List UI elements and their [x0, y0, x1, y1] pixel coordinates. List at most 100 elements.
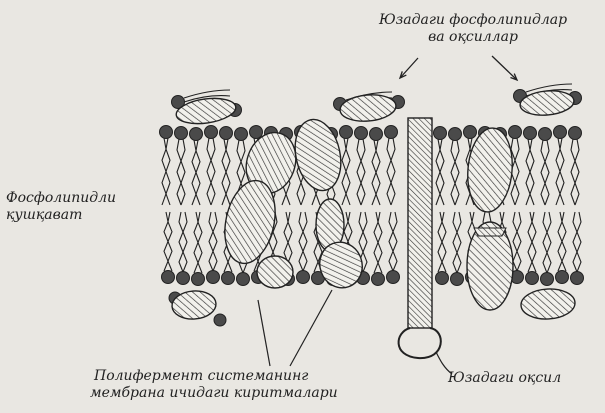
lipid-tail — [162, 138, 166, 205]
lipid-head — [355, 127, 368, 140]
lipid-tail — [517, 212, 521, 271]
lipid-head — [434, 127, 447, 140]
lipid-head — [297, 271, 310, 284]
lipid-tail — [560, 138, 564, 205]
lipid-tail — [164, 212, 168, 271]
lipid-tail — [198, 212, 202, 273]
label-line: Юзадаги фосфолипидлар — [348, 12, 598, 29]
label-line: қушқават — [6, 207, 116, 224]
lipid-tail — [389, 212, 393, 271]
lipid-head — [387, 271, 400, 284]
lipid-tail — [183, 212, 187, 272]
lipid-tail — [562, 212, 566, 271]
lipid-tail — [526, 139, 530, 205]
protein-link — [474, 228, 506, 236]
lipid-tail — [528, 212, 532, 272]
lipid-head — [539, 128, 552, 141]
lipid-tail — [545, 140, 549, 205]
lipid-tail — [342, 138, 346, 205]
lipid-tail — [532, 212, 536, 272]
lipid-tail — [166, 138, 170, 205]
lipid-head — [464, 126, 477, 139]
label-phospholipid-bilayer: Фосфолипидли қушқават — [6, 190, 116, 224]
lipid-head — [160, 126, 173, 139]
lipid-tail — [213, 212, 217, 271]
lipid-tail — [299, 212, 303, 271]
lipid-tail — [451, 140, 455, 205]
pointer-line — [400, 58, 418, 78]
label-surface-lipids-proteins: Юзадаги фосфолипидлар ва оқсиллар — [348, 12, 598, 46]
lipid-tail — [207, 138, 211, 205]
lipid-tail — [547, 212, 551, 273]
label-line: Фосфолипидли — [6, 190, 116, 207]
lipid-head — [222, 272, 235, 285]
lipid-tail — [374, 212, 378, 273]
lipid-tail — [442, 212, 446, 272]
lipid-tail — [211, 138, 215, 205]
lipid-head — [370, 128, 383, 141]
lipid-tail — [556, 138, 560, 205]
lipid-head — [509, 126, 522, 139]
lipid-tail — [372, 140, 376, 205]
lipid-tail — [530, 139, 534, 205]
lipid-head — [524, 127, 537, 140]
protein — [339, 93, 397, 124]
lipid-tail — [573, 212, 577, 272]
pointer-line — [258, 300, 270, 366]
lipid-tail — [453, 212, 457, 273]
lipid-tail — [226, 139, 230, 205]
lipid-tail — [577, 212, 581, 272]
lipid-tail — [571, 139, 575, 205]
lipid-head — [541, 273, 554, 286]
lipid-head — [571, 272, 584, 285]
lipid-tail — [363, 212, 367, 272]
lipid-head — [340, 126, 353, 139]
lipid-tail — [181, 139, 185, 205]
lipid-tail — [387, 138, 391, 205]
lipid-head — [177, 272, 190, 285]
protein — [520, 288, 575, 321]
lipid-tail — [196, 140, 200, 205]
lipid-head — [207, 271, 220, 284]
lipid-tail — [378, 212, 382, 273]
label-line: ва оқсиллар — [348, 29, 598, 46]
lipid-head — [205, 126, 218, 139]
lipid-tail — [168, 212, 172, 271]
lipid-tail — [541, 140, 545, 205]
lipid-tail — [575, 139, 579, 205]
lipid-head — [569, 127, 582, 140]
lipid-head — [235, 128, 248, 141]
lipid-head — [250, 126, 263, 139]
pointer-line — [290, 290, 332, 366]
label-surface-protein: Юзадаги оқсил — [448, 370, 561, 387]
surface-protein-loop — [399, 328, 441, 358]
lipid-head — [190, 128, 203, 141]
lipid-tail — [346, 138, 350, 205]
lipid-tail — [357, 139, 361, 205]
lipid-head — [526, 272, 539, 285]
lipid-head — [385, 126, 398, 139]
pointer-line — [492, 56, 517, 80]
lipid-head — [175, 127, 188, 140]
lipid-head — [449, 128, 462, 141]
lipid-tail — [194, 212, 198, 273]
lipid-tail — [515, 138, 519, 205]
lipid-tail — [303, 212, 307, 271]
lipid-tail — [457, 212, 461, 273]
lipid-tail — [558, 212, 562, 271]
lipid-tail — [376, 140, 380, 205]
lipid-tail — [391, 138, 395, 205]
lipid-tail — [455, 140, 459, 205]
lipid-tail — [177, 139, 181, 205]
lipid-head — [220, 127, 233, 140]
lipid-head — [162, 271, 175, 284]
surface-lipid-head — [214, 314, 226, 326]
label-line: Юзадаги оқсил — [448, 370, 561, 387]
lipid-tail — [361, 139, 365, 205]
lipid-tail — [209, 212, 213, 271]
lipid-tail — [393, 212, 397, 271]
lipid-tail — [438, 212, 442, 272]
label-line: мембрана ичидаги киритмалари — [90, 385, 338, 402]
transmembrane-protein — [408, 118, 432, 328]
